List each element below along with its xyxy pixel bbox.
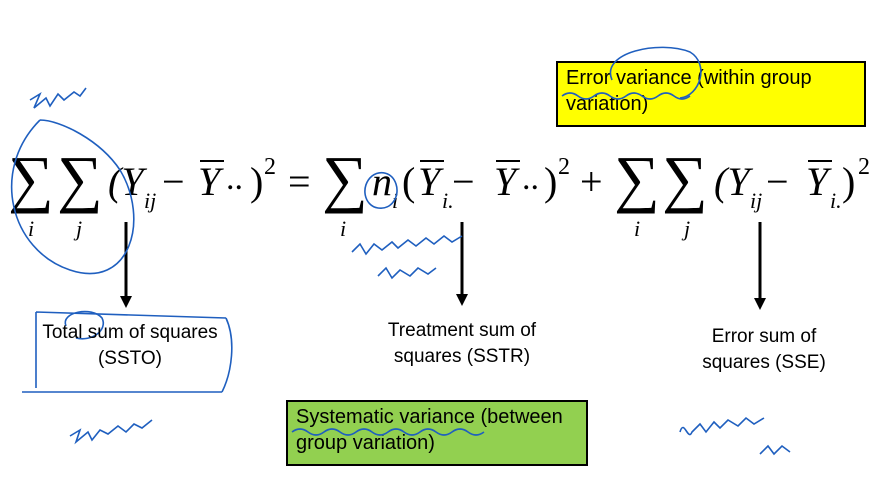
group-mean-y: Y: [806, 159, 829, 204]
close-paren: ): [842, 159, 856, 204]
sse-sub: ij: [750, 188, 763, 213]
sum-symbol: ∑: [614, 143, 660, 214]
minus-sign: −: [452, 159, 475, 204]
grand-mean-bar: [200, 160, 224, 162]
open-paren: (: [402, 159, 416, 204]
arrow-ssto: [120, 222, 132, 308]
exponent: 2: [858, 154, 870, 180]
exponent: 2: [558, 154, 570, 180]
index-j: j: [76, 216, 83, 241]
close-paren: ): [544, 159, 558, 204]
exponent: 2: [264, 154, 276, 180]
sum-symbol: ∑: [8, 143, 54, 214]
group-mean-sub: i.: [830, 188, 842, 213]
handwriting-annotations: [10, 46, 791, 456]
wave-error: [561, 92, 691, 100]
scribble-right: [679, 416, 791, 456]
ssto-label: Total sum of squares (SSTO): [42, 322, 218, 369]
close-paren: ): [250, 159, 264, 204]
ssto-box-sketch: [22, 311, 233, 393]
grand-mean-dots: ..: [226, 160, 243, 197]
grand-mean-dots: ..: [522, 160, 539, 197]
circle-total: [64, 310, 105, 340]
systematic-variance-box: Systematic variance (between group varia…: [286, 400, 588, 466]
sum-symbol: ∑: [322, 143, 368, 214]
index-i: i: [634, 216, 641, 241]
n-symbol: n: [372, 159, 392, 204]
group-mean-bar: [808, 160, 832, 162]
arrow-sse: [754, 222, 766, 310]
minus-sign: −: [162, 159, 185, 204]
index-i: i: [340, 216, 347, 241]
group-mean-sub: i.: [442, 188, 454, 213]
sstr-label: Treatment sum of squares (SSTR): [387, 320, 537, 367]
sse-label: Error sum of squares (SSE): [702, 326, 826, 373]
lhs-sub: ij: [144, 188, 157, 213]
systematic-variance-text: Systematic variance (between group varia…: [296, 406, 563, 454]
group-mean-bar: [420, 160, 444, 162]
sum-symbol: ∑: [57, 143, 103, 214]
anova-equation: ∑ ∑ i j (Y ij − Y .. ) 2 = ∑ i n i ( Y i…: [0, 130, 886, 250]
group-mean-y: Y: [418, 159, 441, 204]
wave-systematic: [291, 428, 485, 436]
sse-open-y: (Y: [714, 159, 750, 204]
scribble-middle: [351, 234, 463, 280]
grand-mean-y: Y: [494, 159, 517, 204]
index-j: j: [684, 216, 691, 241]
scribble-top-left: [29, 87, 87, 109]
grand-mean-bar: [496, 160, 520, 162]
minus-sign: −: [766, 159, 789, 204]
scribble-bottom-left: [69, 419, 153, 445]
equals-sign: =: [288, 159, 311, 204]
circle-n: [364, 171, 398, 209]
circle-variance: [609, 46, 702, 99]
circle-lhs: [10, 119, 135, 275]
sum-symbol: ∑: [662, 143, 708, 214]
grand-mean-y: Y: [198, 159, 221, 204]
plus-sign: +: [580, 159, 603, 204]
arrow-sstr: [456, 222, 468, 306]
index-i: i: [28, 216, 35, 241]
